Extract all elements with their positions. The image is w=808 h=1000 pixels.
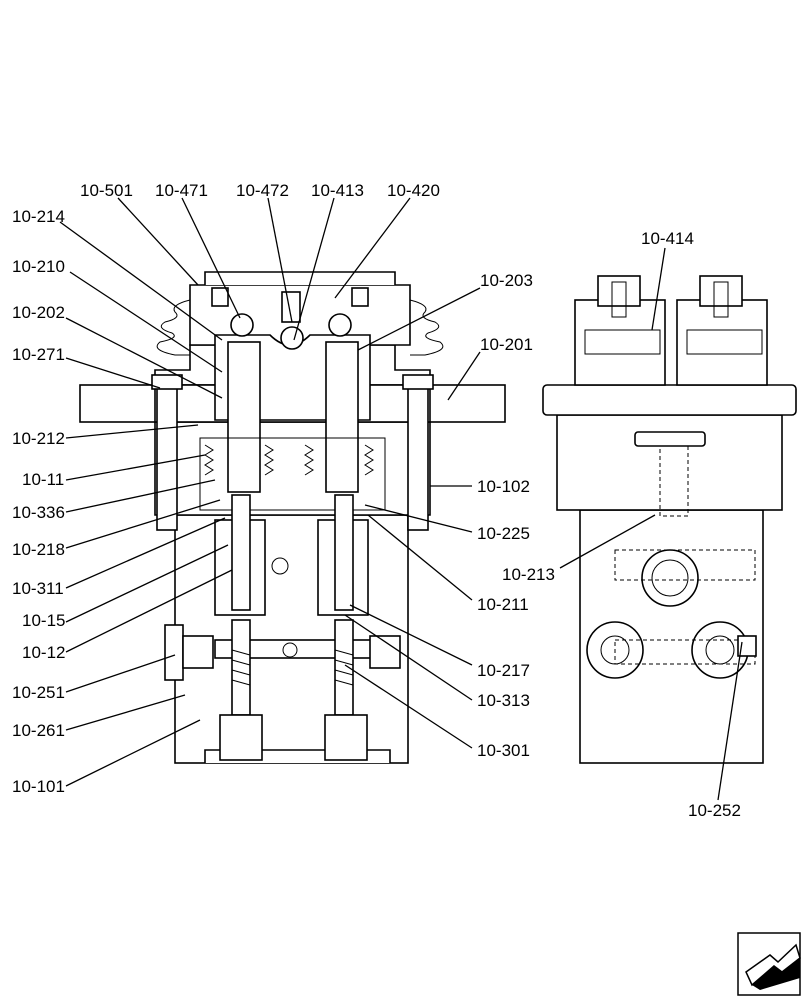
right-cap-screw	[713, 281, 729, 318]
left-plunger	[227, 341, 261, 493]
left-ball	[230, 313, 254, 337]
side-slot	[634, 431, 706, 447]
left-fitting	[164, 624, 184, 681]
left-cap-top	[597, 275, 641, 307]
left-cap-screw	[611, 281, 627, 318]
hidden-passage	[614, 549, 756, 581]
label-10-271: 10-271	[12, 345, 65, 364]
label-10-471: 10-471	[155, 181, 208, 200]
label-10-217: 10-217	[477, 661, 530, 680]
left-plug	[219, 714, 263, 761]
left-cap-band	[584, 329, 661, 355]
label-10-101: 10-101	[12, 777, 65, 796]
left-bolt-head	[151, 374, 183, 390]
right-plunger	[325, 341, 359, 493]
right-spool	[334, 494, 354, 611]
label-10-225: 10-225	[477, 524, 530, 543]
label-10-414: 10-414	[641, 229, 694, 248]
right-bolt	[407, 379, 429, 531]
left-bellows	[156, 299, 191, 356]
right-cap	[676, 299, 768, 386]
label-10-336: 10-336	[12, 503, 65, 522]
side-plug	[737, 635, 757, 657]
center-ball	[280, 326, 304, 350]
label-10-261: 10-261	[12, 721, 65, 740]
label-10-413: 10-413	[311, 181, 364, 200]
side-upper-housing	[556, 414, 783, 511]
left-cap	[574, 299, 666, 386]
right-screw	[351, 287, 369, 307]
label-10-218: 10-218	[12, 540, 65, 559]
valve-side-view	[542, 275, 797, 764]
label-10-251: 10-251	[12, 683, 65, 702]
label-10-472: 10-472	[236, 181, 289, 200]
label-10-11: 10-11	[22, 470, 64, 489]
cross-port-hole	[282, 642, 298, 658]
right-ball	[328, 313, 352, 337]
right-bellows	[409, 299, 444, 356]
upper-port-inner	[651, 559, 689, 597]
center-port	[271, 557, 289, 575]
left-spool	[231, 494, 251, 611]
part-labels: 10-501 10-471 10-472 10-413 10-420 10-21…	[12, 181, 741, 820]
label-10-201: 10-201	[480, 335, 533, 354]
label-10-212: 10-212	[12, 429, 65, 448]
label-10-213: 10-213	[502, 565, 555, 584]
label-10-202: 10-202	[12, 303, 65, 322]
label-10-420: 10-420	[387, 181, 440, 200]
left-screw	[211, 287, 229, 307]
label-10-252: 10-252	[688, 801, 741, 820]
hidden-passage-lower	[614, 639, 756, 665]
right-bolt-head	[402, 374, 434, 390]
stem-threads	[231, 649, 354, 686]
springs	[204, 444, 374, 476]
spring-chamber	[199, 437, 386, 511]
right-plug	[324, 714, 368, 761]
label-10-15: 10-15	[22, 611, 65, 630]
upper-port	[641, 549, 699, 607]
leader-lines	[59, 197, 743, 801]
left-stem	[231, 619, 251, 716]
top-cap-lip	[204, 271, 396, 285]
left-fitting-body	[182, 635, 214, 669]
label-10-313: 10-313	[477, 691, 530, 710]
side-flange	[542, 384, 797, 416]
label-10-102: 10-102	[477, 477, 530, 496]
label-10-311: 10-311	[12, 579, 64, 598]
center-screw	[281, 291, 301, 323]
label-10-203: 10-203	[480, 271, 533, 290]
label-10-501: 10-501	[80, 181, 133, 200]
label-10-301: 10-301	[477, 741, 530, 760]
right-cap-top	[699, 275, 743, 307]
valve-section-view	[79, 271, 506, 764]
next-page-arrow-icon[interactable]	[737, 932, 801, 996]
right-stem	[334, 619, 354, 716]
label-10-214: 10-214	[12, 207, 65, 226]
hidden-bore	[659, 445, 689, 517]
label-10-211: 10-211	[477, 595, 529, 614]
right-cap-band	[686, 329, 763, 355]
label-10-210: 10-210	[12, 257, 65, 276]
label-10-12: 10-12	[22, 643, 65, 662]
valve-body	[174, 514, 409, 764]
left-bolt	[156, 379, 178, 531]
right-fitting	[369, 635, 401, 669]
